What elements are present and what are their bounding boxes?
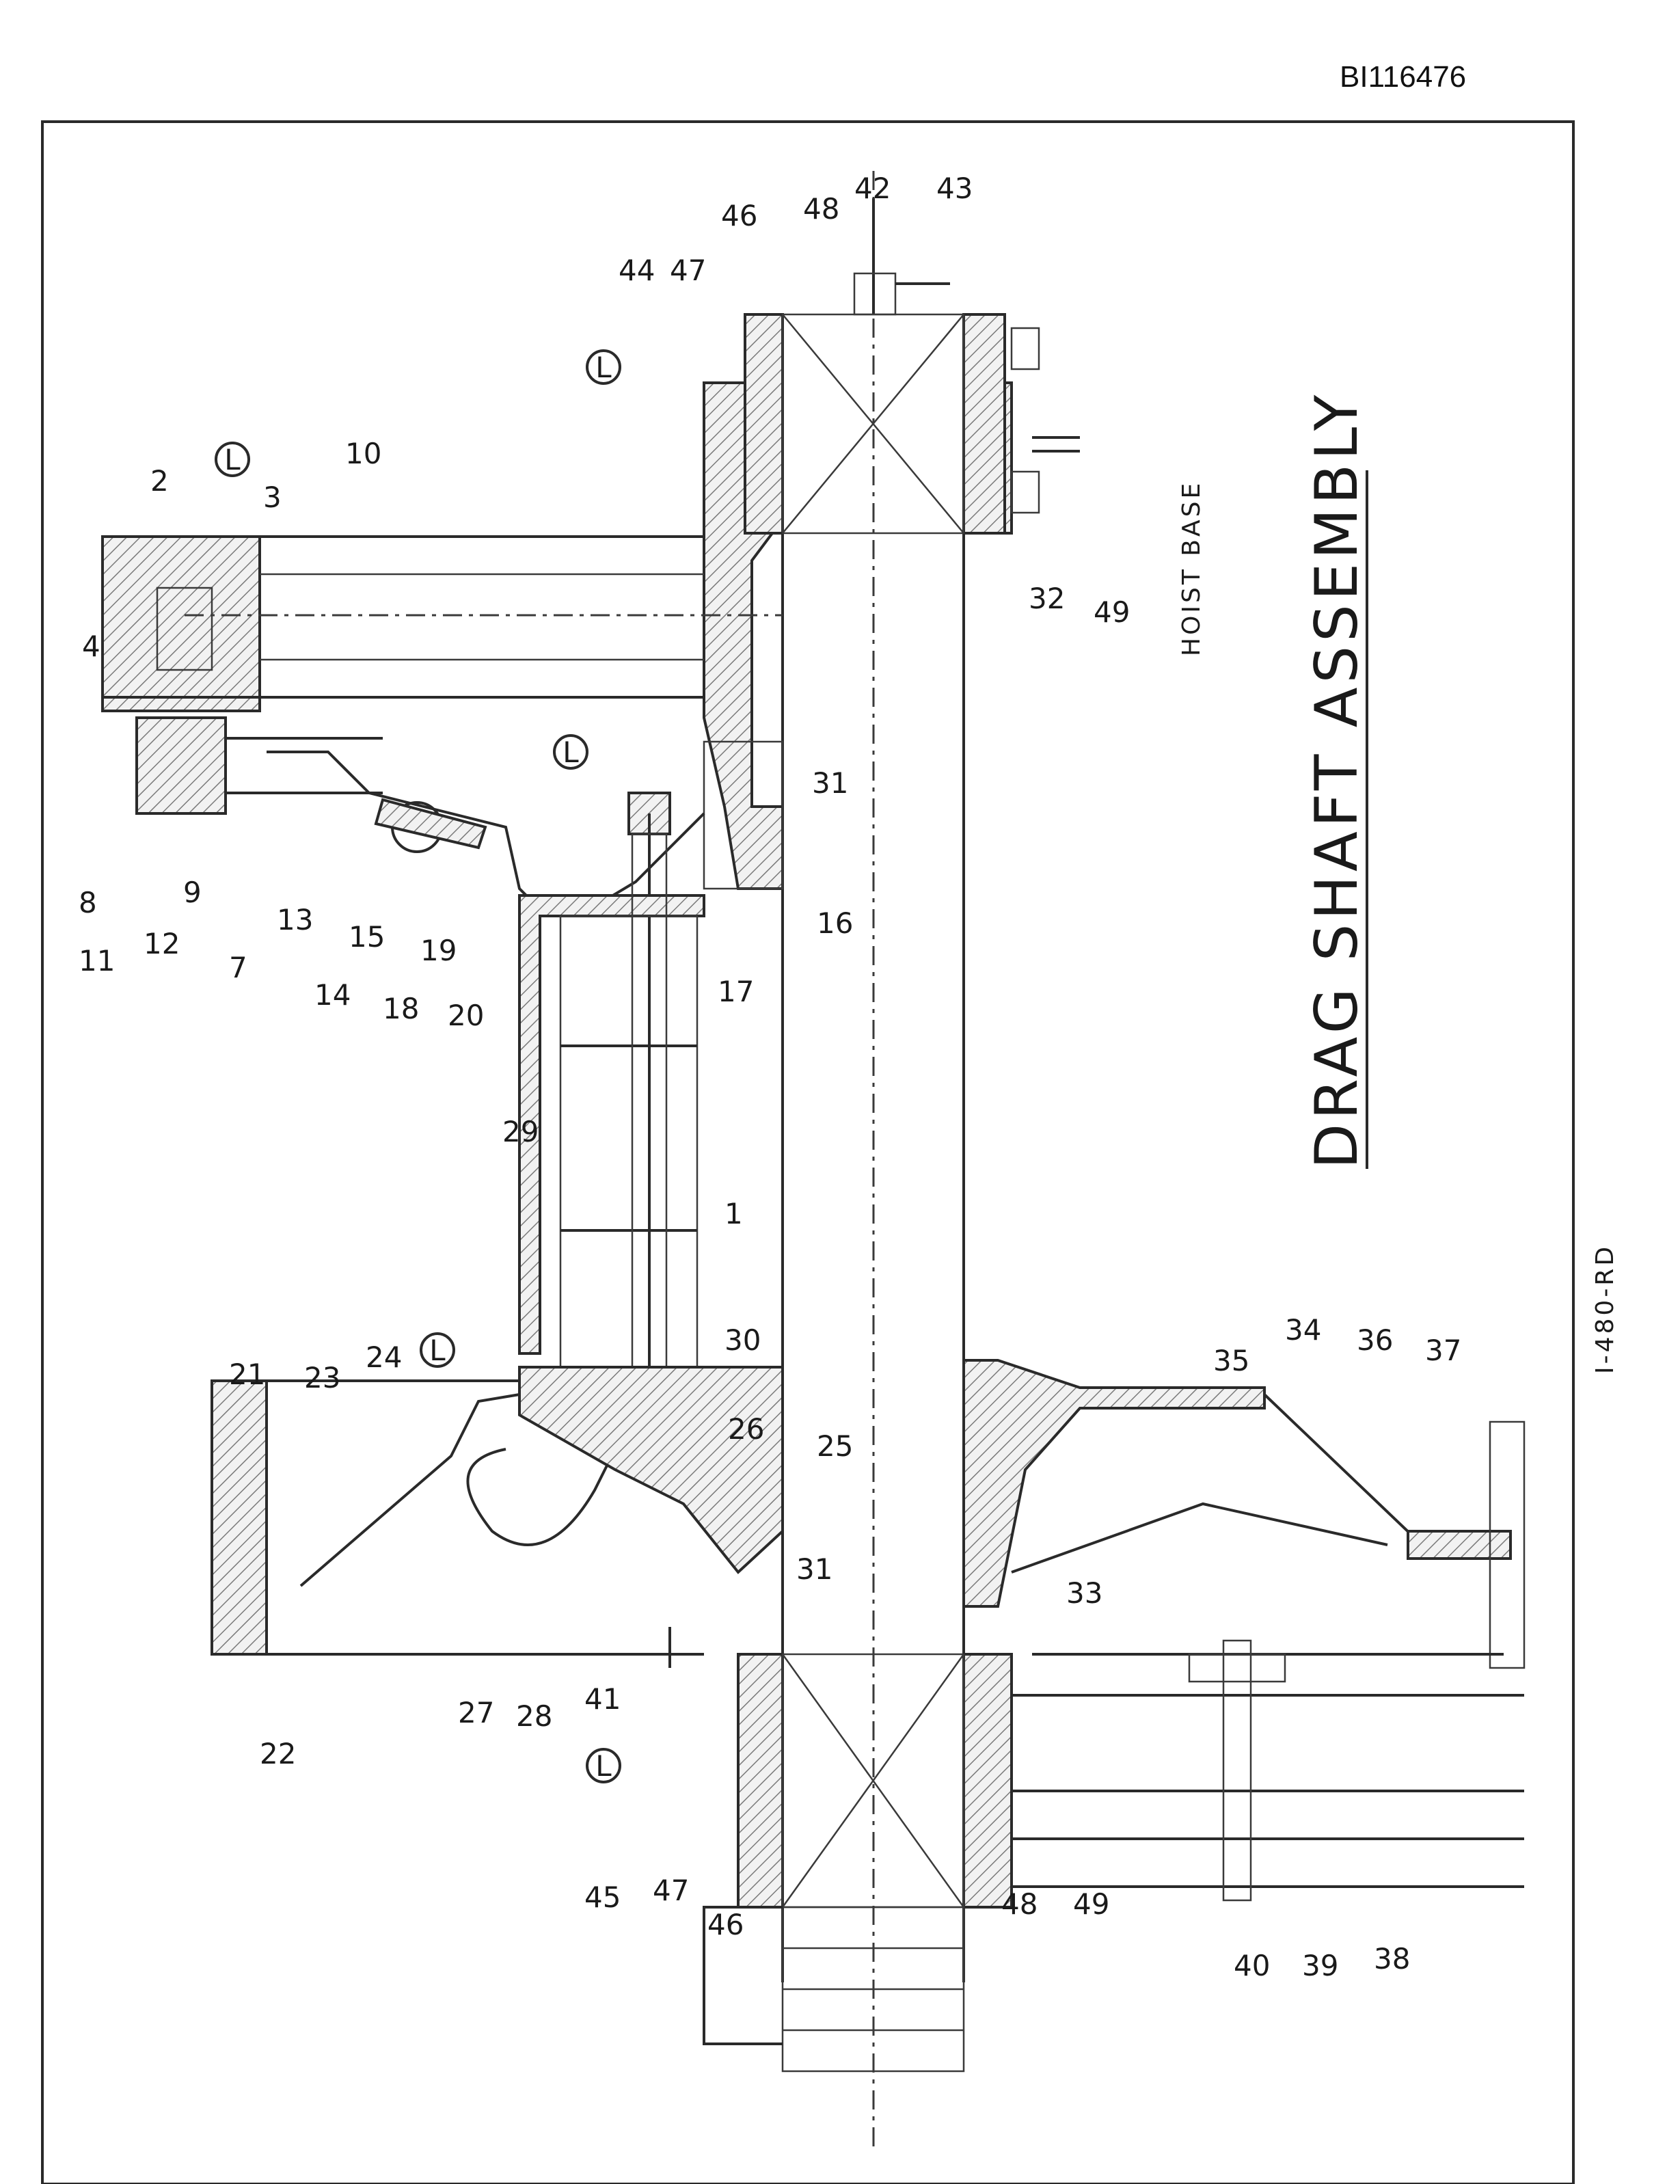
lube-point-marker [215, 442, 250, 477]
callout-23: 23 [304, 1361, 340, 1394]
callout-13: 13 [277, 903, 313, 936]
callout-21: 21 [229, 1358, 265, 1391]
lower-left-housing [211, 1366, 784, 1668]
callout-47-lower: 47 [653, 1874, 689, 1907]
callout-16: 16 [817, 906, 853, 940]
callout-7: 7 [229, 951, 247, 984]
lube-point-marker [553, 734, 588, 770]
callout-11: 11 [79, 944, 115, 978]
drawing-title: DRAG SHAFT ASSEMBLY [1303, 391, 1371, 1169]
callout-3: 3 [263, 481, 282, 514]
drag-shaft [781, 171, 965, 2153]
part-callouts: 2 3 4 10 8 11 12 9 7 13 14 15 18 19 20 1… [79, 172, 1461, 1982]
lube-markers: L L L L L [215, 349, 621, 1783]
callout-40: 40 [1234, 1949, 1270, 1982]
lower-drum-hub [703, 1653, 1013, 2073]
callout-24: 24 [366, 1340, 402, 1374]
callout-39: 39 [1302, 1949, 1338, 1982]
lube-mark-label: L [595, 351, 612, 384]
lube-mark-label: L [595, 1749, 612, 1783]
callout-35: 35 [1213, 1344, 1249, 1377]
lube-mark-label: L [429, 1334, 446, 1367]
callout-48-lower: 48 [1001, 1887, 1038, 1921]
upper-drum-hub [744, 198, 1006, 535]
callout-30: 30 [724, 1323, 761, 1357]
hoist-base-mount [1010, 327, 1080, 514]
callout-46-upper: 46 [721, 199, 757, 232]
callout-2: 2 [150, 464, 169, 498]
callout-9: 9 [183, 876, 202, 909]
callout-10: 10 [345, 437, 381, 470]
callout-8: 8 [79, 886, 97, 919]
callout-1: 1 [724, 1197, 743, 1230]
callout-46-lower: 46 [707, 1908, 744, 1941]
callout-41: 41 [584, 1682, 621, 1716]
callout-25: 25 [817, 1429, 853, 1463]
callout-28: 28 [516, 1699, 552, 1733]
side-code-label: I-480-RD [1591, 1244, 1619, 1374]
brake-linkage [1012, 1639, 1524, 1902]
callout-38: 38 [1374, 1942, 1410, 1976]
lube-point-marker [586, 349, 621, 385]
callout-45: 45 [584, 1880, 621, 1914]
callout-49-upper: 49 [1094, 595, 1130, 629]
lower-right-housing [962, 1359, 1526, 1669]
lube-point-marker [420, 1332, 455, 1368]
callout-36: 36 [1357, 1323, 1393, 1357]
document-id: BI116476 [1340, 60, 1467, 94]
callout-12: 12 [144, 927, 180, 960]
callout-31-upper: 31 [812, 766, 848, 800]
callout-44: 44 [619, 254, 655, 287]
lube-mark-label: L [563, 736, 579, 769]
callout-29: 29 [502, 1115, 539, 1148]
callout-15: 15 [349, 920, 385, 954]
hoist-base-label: HOIST BASE [1178, 481, 1206, 656]
callout-48-upper: 48 [803, 192, 839, 226]
callout-19: 19 [420, 934, 457, 967]
frame-casting [518, 833, 705, 1414]
callout-34: 34 [1285, 1313, 1321, 1347]
callout-42: 42 [854, 172, 891, 205]
mid-linkage [267, 751, 705, 1394]
callout-33: 33 [1066, 1576, 1102, 1610]
upper-arm-assembly [101, 535, 783, 815]
callout-47-upper: 47 [670, 254, 706, 287]
callout-43: 43 [936, 172, 973, 205]
callout-14: 14 [314, 978, 351, 1012]
callout-49-lower: 49 [1073, 1887, 1109, 1921]
callout-26: 26 [728, 1412, 764, 1446]
lube-mark-label: L [224, 443, 241, 476]
callout-22: 22 [260, 1737, 296, 1770]
callout-20: 20 [448, 999, 484, 1032]
drawing-border [41, 120, 1575, 2184]
callout-31-lower: 31 [796, 1552, 832, 1586]
callout-27: 27 [458, 1696, 494, 1729]
callout-37: 37 [1425, 1334, 1461, 1367]
lube-point-marker [586, 1748, 621, 1783]
callout-4: 4 [82, 630, 100, 663]
callout-17: 17 [718, 975, 754, 1008]
callout-32: 32 [1029, 582, 1065, 615]
callout-18: 18 [383, 992, 419, 1025]
